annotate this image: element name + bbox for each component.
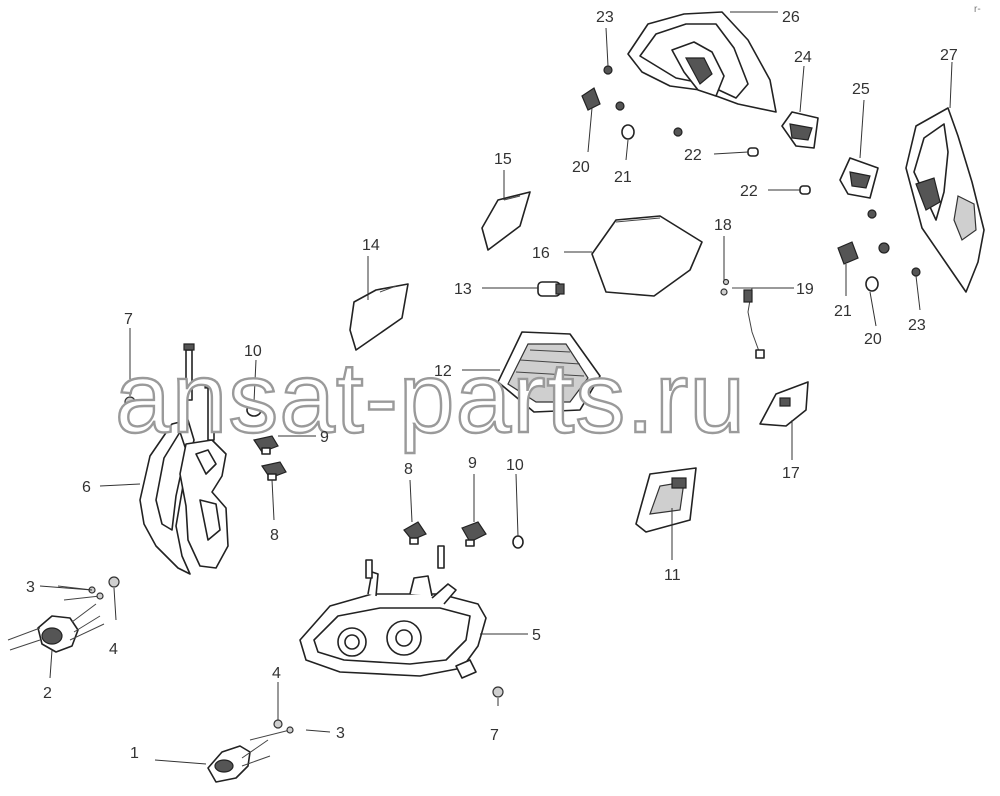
part-small-lamp-17 (759, 381, 809, 427)
part-side-marker (481, 191, 531, 251)
callout-22: 22 (684, 147, 702, 164)
part-fog-lamp-right (207, 719, 283, 783)
corner-mark: r- (974, 4, 981, 15)
callout-21: 21 (614, 169, 632, 186)
callout-20: 20 (864, 331, 882, 348)
part-wire-harness (720, 278, 765, 359)
leader-lines (39, 11, 953, 765)
callout-9: 9 (468, 455, 477, 472)
callout-2: 2 (43, 685, 52, 702)
fittings-right (837, 209, 921, 292)
callout-23: 23 (596, 9, 614, 26)
callout-3: 3 (26, 579, 35, 596)
bulbs-upper (246, 403, 287, 481)
part-headlamp-right (299, 545, 504, 698)
part-headlamp-left (124, 343, 229, 575)
callout-26: 26 (782, 9, 800, 26)
callout-7: 7 (490, 727, 499, 744)
callout-8: 8 (404, 461, 413, 478)
part-tail-lamp-left (627, 11, 777, 113)
callout-13: 13 (454, 281, 472, 298)
callout-10: 10 (506, 457, 524, 474)
callout-10: 10 (244, 343, 262, 360)
callout-27: 27 (940, 47, 958, 64)
part-plate-lamp (635, 467, 697, 533)
callout-12: 12 (434, 363, 452, 380)
callout-6: 6 (82, 479, 91, 496)
callout-22: 22 (740, 183, 758, 200)
callout-23: 23 (908, 317, 926, 334)
callout-19: 19 (796, 281, 814, 298)
part-small-bulb (537, 281, 565, 297)
callout-14: 14 (362, 237, 380, 254)
callout-8: 8 (270, 527, 279, 544)
callout-5: 5 (532, 627, 541, 644)
callout-3: 3 (336, 725, 345, 742)
callout-16: 16 (532, 245, 550, 262)
callout-18: 18 (714, 217, 732, 234)
callout-1: 1 (130, 745, 139, 762)
callout-25: 25 (852, 81, 870, 98)
callout-9: 9 (320, 429, 329, 446)
callout-11: 11 (664, 567, 681, 584)
callout-15: 15 (494, 151, 512, 168)
part-plate-24 (781, 111, 819, 149)
callout-21: 21 (834, 303, 852, 320)
callout-20: 20 (572, 159, 590, 176)
screws (57, 585, 294, 741)
part-tail-lamp-right (905, 107, 985, 293)
part-dome-lamp (497, 331, 601, 413)
fittings-top (581, 65, 811, 195)
part-fog-lamp-left (7, 576, 120, 653)
part-plate-25 (839, 157, 879, 199)
callout-4: 4 (109, 641, 118, 658)
bulbs-lower (403, 521, 524, 549)
callout-17: 17 (782, 465, 800, 482)
callout-4: 4 (272, 665, 281, 682)
callout-7: 7 (124, 311, 133, 328)
watermark-text: ansat-parts.ru (115, 342, 746, 454)
callout-24: 24 (794, 49, 812, 66)
part-lens-cover (591, 215, 703, 297)
callout-labels: 1 2 3 3 4 4 5 6 7 7 8 8 9 9 10 10 11 12 … (26, 4, 981, 762)
part-lamp-cover-14 (349, 283, 409, 351)
